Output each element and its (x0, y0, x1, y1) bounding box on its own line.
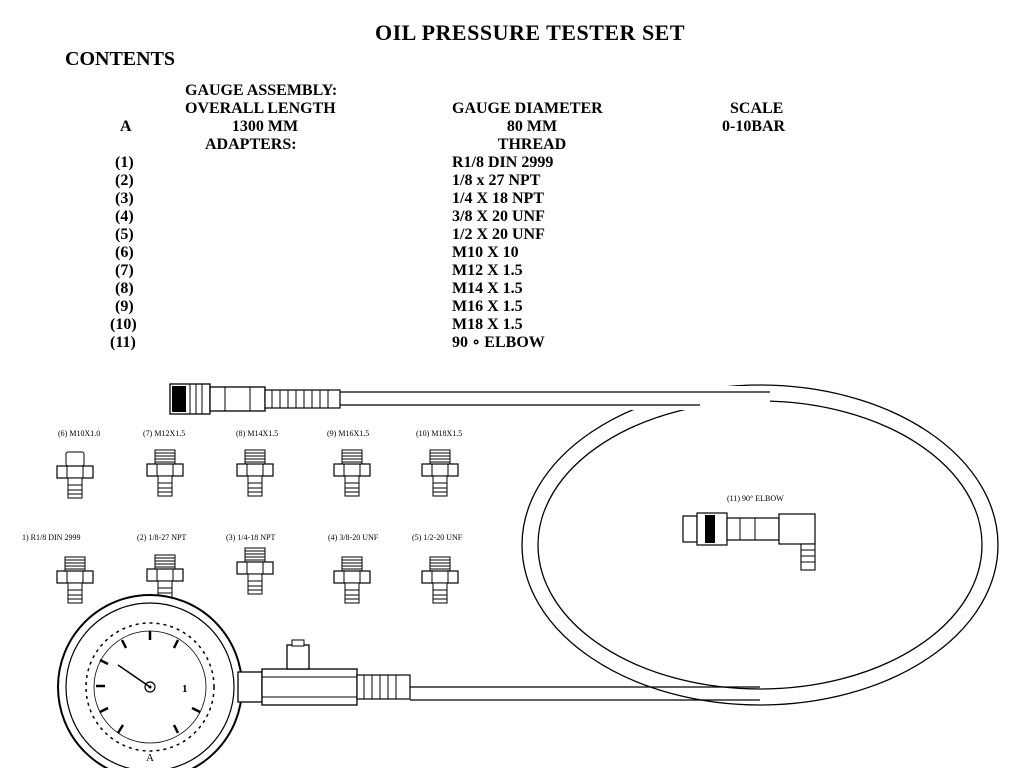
adapter-num: (11) (110, 334, 136, 351)
adapter-num: (6) (115, 244, 134, 261)
adapter-num: (9) (115, 298, 134, 315)
adapter-3 (236, 547, 274, 595)
hose (340, 384, 999, 706)
adapter-9-label: (9) M16X1.5 (327, 429, 370, 438)
adapter-4-label: (4) 3/8-20 UNF (328, 533, 379, 542)
adapter-thread: 90 ∘ ELBOW (452, 334, 545, 351)
adapter-thread: M16 X 1.5 (452, 298, 523, 315)
elbow-adapter (682, 512, 816, 571)
contents-heading: CONTENTS (65, 48, 176, 70)
adapter-num: (1) (115, 154, 134, 171)
adapter-thread: M12 X 1.5 (452, 262, 523, 279)
adapter-num: (4) (115, 208, 134, 225)
adapter-8 (236, 449, 274, 497)
thread-header: THREAD (497, 136, 567, 153)
elbow-label: (11) 90° ELBOW (727, 494, 784, 503)
pressure-gauge: 1 (57, 594, 411, 768)
adapter-7 (146, 449, 184, 497)
adapter-thread: 1/8 x 27 NPT (452, 172, 541, 189)
adapter-thread: 1/2 X 20 UNF (452, 226, 545, 243)
adapter-5 (421, 556, 459, 604)
adapter-4 (333, 556, 371, 604)
adapter-thread: M18 X 1.5 (452, 316, 523, 333)
adapter-thread: 1/4 X 18 NPT (452, 190, 544, 207)
adapter-thread: M10 X 10 (452, 244, 519, 261)
adapter-5-label: (5) 1/2-20 UNF (412, 533, 463, 542)
quick-coupler (169, 383, 341, 415)
adapter-num: (7) (115, 262, 134, 279)
adapter-9 (333, 449, 371, 497)
overall-length-value: 1300 MM (231, 118, 299, 135)
adapter-3-label: (3) 1/4-18 NPT (226, 533, 276, 542)
svg-text:1: 1 (182, 683, 188, 695)
gauge-label: A (146, 752, 154, 764)
adapter-10-label: (10) M18X1.5 (416, 429, 463, 438)
adapter-num: (2) (115, 172, 134, 189)
adapter-6 (56, 451, 94, 499)
adapter-8-label: (8) M14X1.5 (236, 429, 279, 438)
page-title: OIL PRESSURE TESTER SET (374, 20, 686, 45)
adapter-10 (421, 449, 459, 497)
adapter-num: (10) (110, 316, 137, 333)
gauge-assembly-heading: GAUGE ASSEMBLY: (185, 82, 338, 99)
adapter-thread: 3/8 X 20 UNF (452, 208, 545, 225)
adapter-1-label: 1) R1/8 DIN 2999 (22, 533, 81, 542)
adapters-heading: ADAPTERS: (205, 136, 297, 153)
adapter-thread: R1/8 DIN 2999 (452, 154, 554, 171)
scale-header: SCALE (730, 100, 784, 117)
scale-value: 0-10BAR (722, 118, 786, 135)
adapter-num: (8) (115, 280, 134, 297)
adapter-6-label: (6) M10X1.0 (58, 429, 101, 438)
adapter-num: (3) (115, 190, 134, 207)
gauge-diameter-header: GAUGE DIAMETER (452, 100, 603, 117)
adapter-1 (56, 556, 94, 604)
overall-length-header: OVERALL LENGTH (185, 100, 336, 117)
gauge-diameter-value: 80 MM (506, 118, 558, 135)
adapter-2-label: (2) 1/8-27 NPT (137, 533, 187, 542)
gauge-item-letter: A (120, 118, 132, 135)
adapter-7-label: (7) M12X1.5 (143, 429, 186, 438)
adapter-thread: M14 X 1.5 (452, 280, 523, 297)
adapter-num: (5) (115, 226, 134, 243)
